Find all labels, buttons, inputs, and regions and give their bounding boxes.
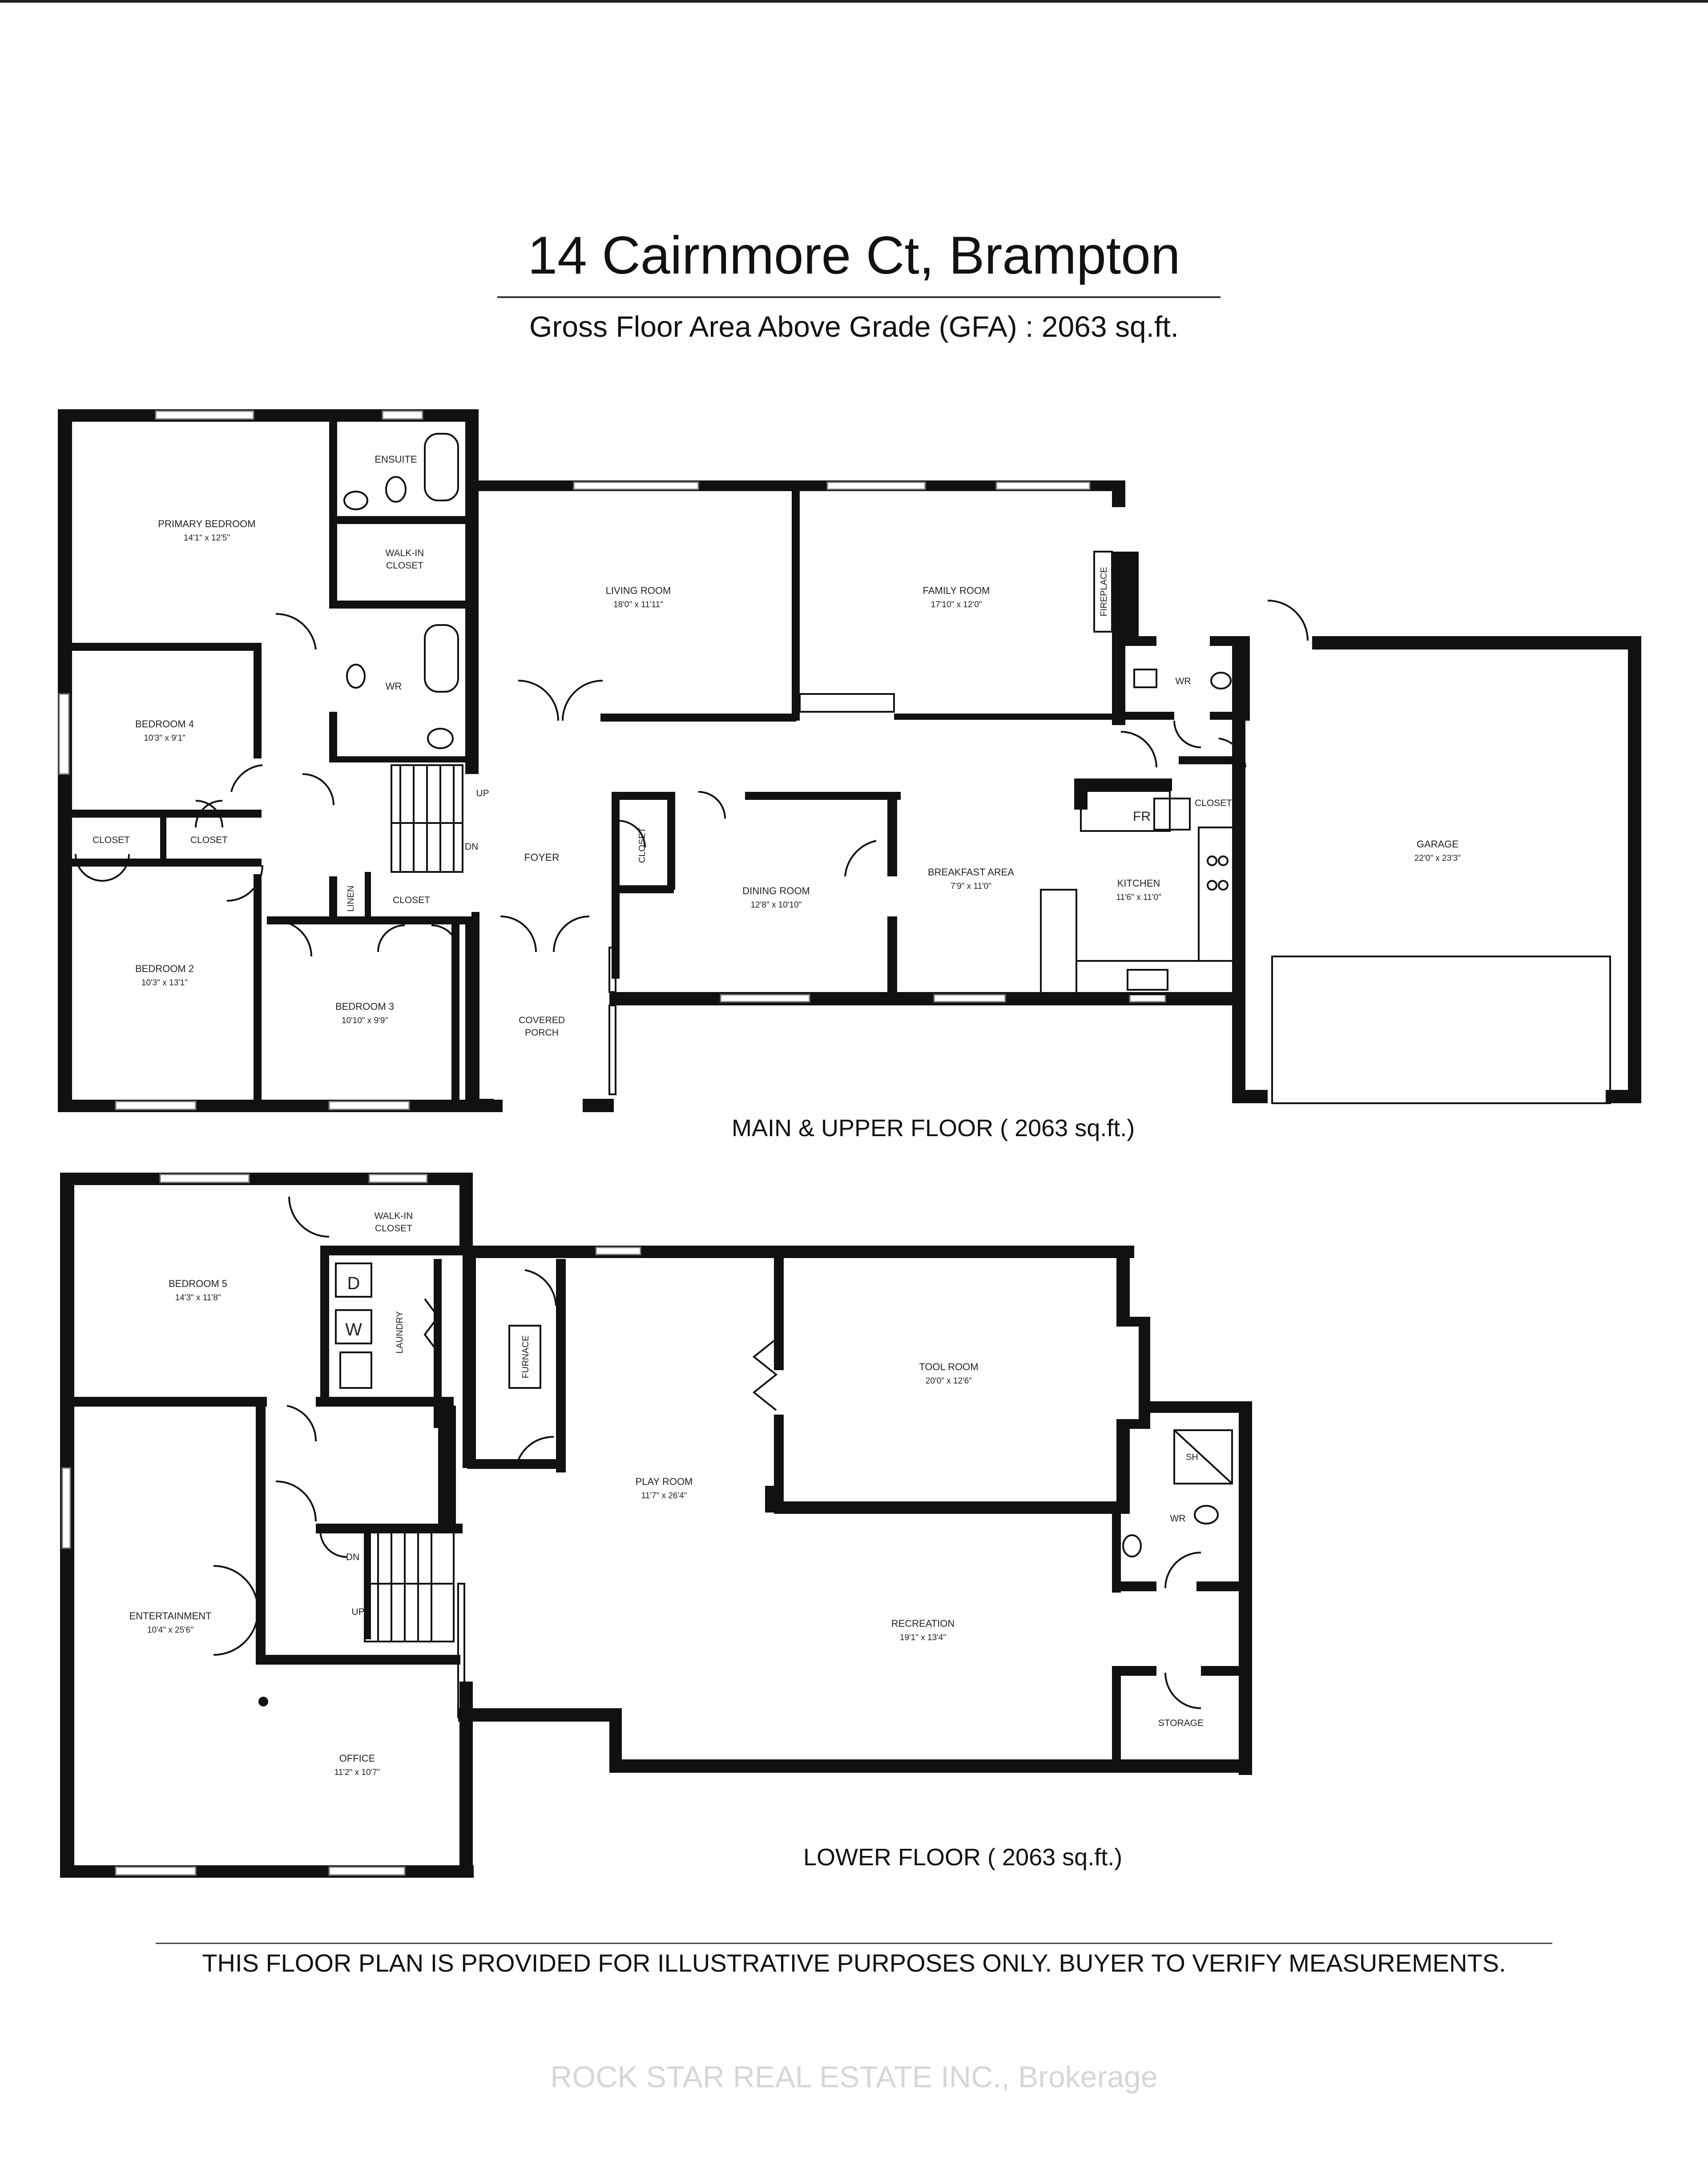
title-underline [497, 296, 1221, 298]
play-room-label: PLAY ROOM [636, 1476, 693, 1487]
dining-room-label: DINING ROOM [742, 885, 810, 896]
recreation-label: RECREATION [891, 1618, 955, 1629]
play-room-size: 11'7" x 26'4" [641, 1491, 687, 1500]
office-size: 11'2" x 10'7" [334, 1768, 380, 1777]
shower-label: SH [1186, 1452, 1198, 1462]
bedroom4-size: 10'3" x 9'1" [144, 734, 185, 743]
bedroom4-label: BEDROOM 4 [135, 718, 194, 730]
disclaimer-rule [156, 1943, 1552, 1944]
main-floor-caption: MAIN & UPPER FLOOR ( 2063 sq.ft.) [732, 1115, 1135, 1141]
foyer-label: FOYER [524, 851, 559, 863]
main-floor-plan: ENSUITE PRIMARY BEDROOM 14'1" x 12'5" WA… [58, 409, 1641, 1112]
garage-size: 22'0" x 23'3" [1414, 854, 1461, 863]
garage-label: GARAGE [1417, 839, 1458, 850]
family-room-label: FAMILY ROOM [923, 585, 990, 596]
fridge-label: FR [1133, 809, 1151, 824]
family-room-size: 17'10" x 12'0" [931, 600, 982, 609]
recreation-size: 19'1" x 13'4" [900, 1633, 946, 1642]
top-border [0, 0, 1708, 3]
closet-b-label: CLOSET [190, 835, 228, 845]
entertainment-size: 10'4" x 25'6" [147, 1626, 193, 1635]
linen-label: LINEN [346, 886, 356, 912]
primary-bedroom-label: PRIMARY BEDROOM [158, 518, 255, 529]
living-room-size: 18'0" x 11'11" [613, 600, 663, 609]
brokerage-watermark: ROCK STAR REAL ESTATE INC., Brokerage [550, 2060, 1158, 2094]
lower-walkin-label-2: CLOSET [375, 1223, 412, 1234]
entertainment-label: ENTERTAINMENT [129, 1610, 212, 1621]
lower-walkin-label-1: WALK-IN [375, 1211, 413, 1221]
office-label: OFFICE [339, 1753, 375, 1764]
covered-porch-label-1: COVERED [519, 1015, 565, 1025]
ensuite-label: ENSUITE [375, 454, 417, 465]
gfa-subtitle: Gross Floor Area Above Grade (GFA) : 206… [529, 310, 1179, 343]
tool-room-size: 20'0" x 12'6" [926, 1376, 972, 1386]
bedroom2-label: BEDROOM 2 [135, 963, 194, 974]
primary-bedroom-size: 14'1" x 12'5" [184, 533, 230, 543]
lower-floor-labels: WALK-IN CLOSET BEDROOM 5 14'3" x 11'8" D… [129, 1211, 1204, 1777]
furnace-label: FURNACE [521, 1335, 531, 1379]
covered-porch-label-2: PORCH [525, 1028, 559, 1038]
washer-label: W [345, 1320, 362, 1339]
main-dn-label: DN [465, 842, 478, 852]
main-floor-labels: ENSUITE PRIMARY BEDROOM 14'1" x 12'5" WA… [93, 454, 1461, 1038]
walkin-closet-label-1: WALK-IN [386, 548, 424, 558]
living-room-label: LIVING ROOM [606, 585, 671, 596]
tool-room-label: TOOL ROOM [919, 1361, 978, 1372]
lower-up-label: UP [351, 1607, 364, 1617]
main-up-label: UP [476, 788, 489, 799]
main-door-swings [75, 600, 1309, 957]
foyer-closet-label: CLOSET [637, 827, 647, 863]
storage-label: STORAGE [1158, 1718, 1204, 1728]
lower-door-swings [213, 1196, 1201, 1709]
kitchen-label: KITCHEN [1117, 878, 1160, 889]
closet-a-label: CLOSET [93, 835, 130, 845]
lower-floor-caption: LOWER FLOOR ( 2063 sq.ft.) [803, 1844, 1123, 1871]
page-title: 14 Cairnmore Ct, Brampton [528, 226, 1180, 285]
bedroom2-size: 10'3" x 13'1" [141, 978, 188, 988]
laundry-label: LAUNDRY [395, 1311, 405, 1353]
lower-floor-plan: WALK-IN CLOSET BEDROOM 5 14'3" x 11'8" D… [60, 1173, 1252, 1878]
upper-wr-label: WR [386, 681, 402, 692]
closet-c-label: CLOSET [393, 895, 430, 905]
fireplace-label: FIREPLACE [1099, 567, 1109, 616]
dining-room-size: 12'8" x 10'10" [751, 900, 802, 910]
upper-stairs [391, 764, 463, 873]
lower-stairs [364, 1529, 455, 1642]
main-wr-label: WR [1176, 676, 1191, 686]
kitchen-size: 11'6" x 11'0" [1116, 893, 1161, 902]
bedroom3-label: BEDROOM 3 [335, 1001, 394, 1012]
bedroom5-size: 14'3" x 11'8" [175, 1293, 221, 1303]
disclaimer-text: THIS FLOOR PLAN IS PROVIDED FOR ILLUSTRA… [202, 1949, 1506, 1977]
kitchen-closet-label: CLOSET [1195, 798, 1232, 808]
breakfast-area-size: 7'9" x 11'0" [951, 882, 991, 891]
lower-wr-label: WR [1170, 1513, 1186, 1524]
lower-dn-label: DN [346, 1552, 359, 1562]
dryer-label: D [347, 1274, 360, 1293]
bedroom3-size: 10'10" x 9'9" [342, 1016, 388, 1025]
breakfast-area-label: BREAKFAST AREA [928, 867, 1014, 878]
bedroom5-label: BEDROOM 5 [169, 1278, 227, 1289]
walkin-closet-label-2: CLOSET [386, 561, 423, 571]
